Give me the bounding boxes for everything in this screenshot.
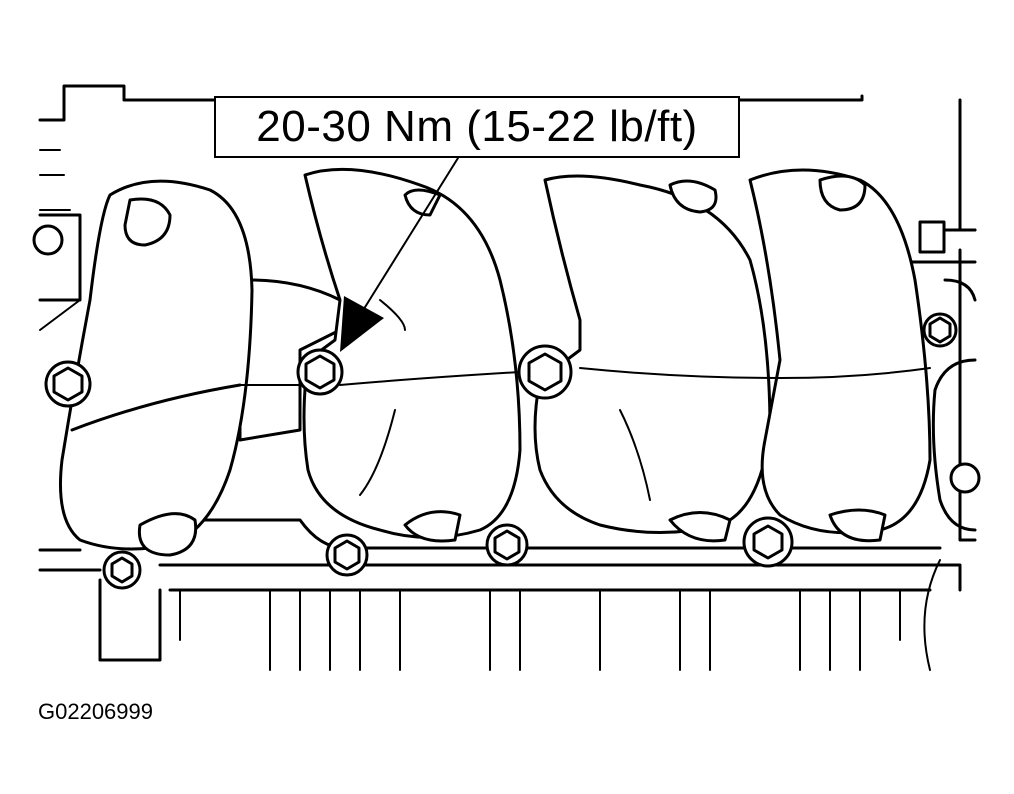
- torque-spec-label: 20-30 Nm (15-22 lb/ft): [256, 102, 698, 151]
- torque-callout: 20-30 Nm (15-22 lb/ft): [214, 96, 740, 158]
- hex-bolt-bottom-3: [485, 523, 529, 567]
- leader-line: [361, 157, 459, 313]
- hex-bolt-center: [517, 344, 573, 400]
- hex-bolt-right-upper: [922, 312, 958, 348]
- runner-2: [302, 167, 522, 539]
- engine-block-outline: [32, 84, 977, 671]
- plenum-body: [208, 278, 342, 442]
- runner-5-partial: [931, 358, 977, 532]
- hex-bolt-bottom-4: [742, 516, 794, 568]
- bracket: [918, 220, 946, 254]
- hex-bolt-bottom-2: [325, 533, 369, 577]
- runner-4: [748, 168, 932, 535]
- hex-bolt-left: [44, 360, 92, 408]
- hex-bolt-right-lower: [949, 462, 981, 494]
- runner-3: [533, 174, 772, 534]
- hex-bolt-callout: [296, 348, 344, 396]
- hex-bolt-bottom-1: [102, 550, 142, 590]
- arrow-head-icon: [340, 296, 384, 352]
- figure-code: G02206999: [38, 699, 153, 724]
- parting-seam: [239, 367, 931, 386]
